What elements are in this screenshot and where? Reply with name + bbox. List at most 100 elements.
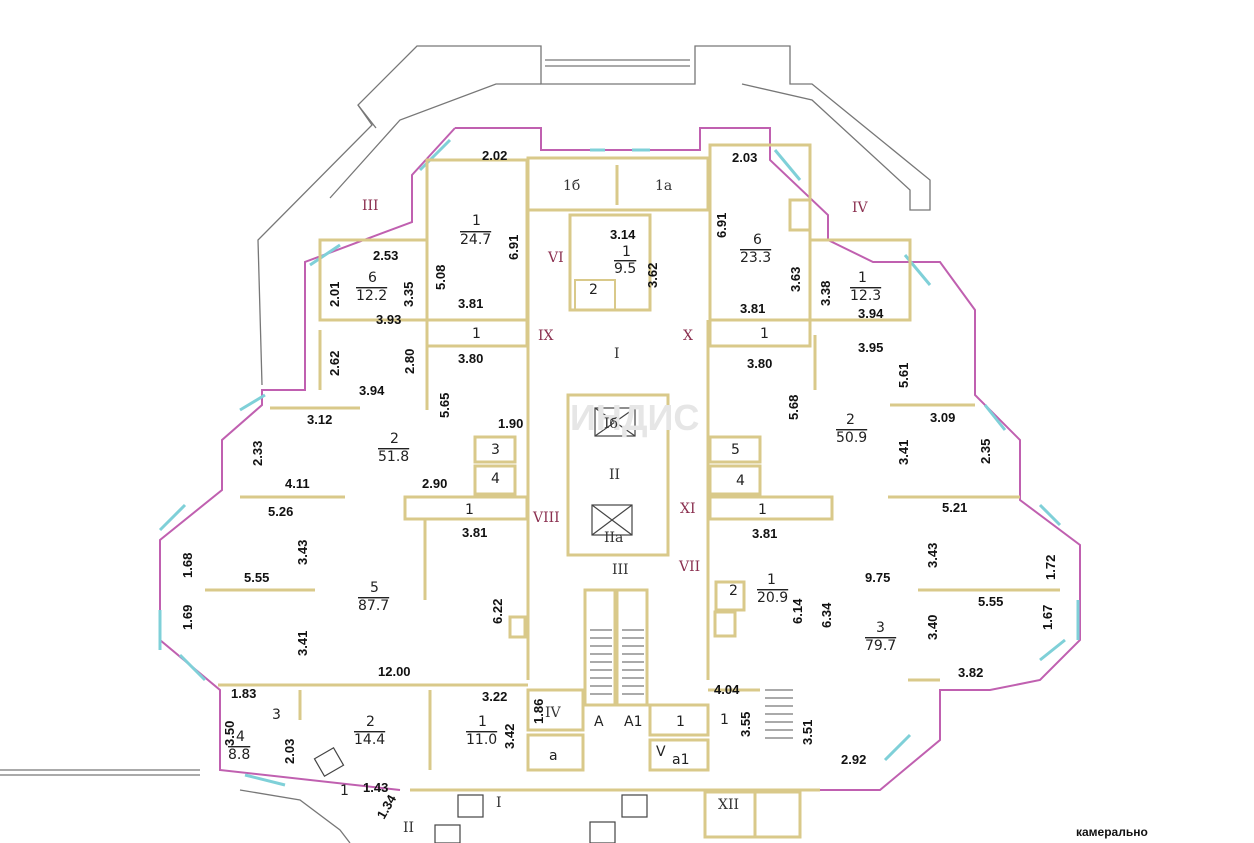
dimension: 3.93 <box>376 312 401 327</box>
dimension: 3.40 <box>925 615 940 640</box>
room-label: 4 <box>736 473 745 489</box>
room-label: A <box>594 714 604 730</box>
room-label: II <box>609 467 620 483</box>
dimension: 9.75 <box>865 570 890 585</box>
room-area: 12.2 <box>356 288 387 304</box>
dimension: 1.90 <box>498 416 523 431</box>
interior-walls <box>205 143 1060 839</box>
dimension: 3.42 <box>502 724 517 749</box>
dimension: 6.34 <box>819 602 834 628</box>
dimension: 3.63 <box>788 267 803 292</box>
room-label: 1а <box>655 178 672 194</box>
dimension: 4.11 <box>285 476 310 491</box>
dimension: 2.03 <box>282 739 297 764</box>
dimension: 1.69 <box>180 605 195 630</box>
dimension: 3.81 <box>462 525 487 540</box>
section-label: VIII <box>532 510 560 526</box>
dimension: 3.38 <box>818 281 833 306</box>
room-label: 4 <box>491 471 500 487</box>
dimension: 3.43 <box>295 540 310 565</box>
dimension: 2.53 <box>373 248 398 263</box>
dimension: 6.91 <box>506 235 521 260</box>
room-number: 6 <box>368 270 377 286</box>
dimension: 2.02 <box>482 148 507 163</box>
dimension: 2.33 <box>250 441 265 466</box>
dimension: 5.68 <box>786 395 801 420</box>
section-label: I <box>614 346 620 362</box>
room-label: 5 <box>731 442 740 458</box>
dimension: 3.82 <box>958 665 983 680</box>
room-label: Iб <box>604 416 618 432</box>
dimension: 5.55 <box>978 594 1003 609</box>
dimension: 1.67 <box>1040 605 1055 630</box>
dimension: 3.12 <box>307 412 332 427</box>
section-label: XII <box>718 797 739 813</box>
room-number: 1 <box>767 572 776 588</box>
dimension: 3.55 <box>738 712 753 737</box>
dimension: 2.92 <box>841 752 866 767</box>
dimension: 2.01 <box>327 282 342 307</box>
terrace-outline <box>0 45 931 843</box>
section-label: III <box>362 198 379 214</box>
room-number: 1 <box>622 244 631 260</box>
section-numerals: III IV VI IX X I VIII XI III VII IV I II… <box>362 198 869 836</box>
section-label: IV <box>852 200 869 216</box>
section-label: IX <box>538 328 554 344</box>
room-number: 2 <box>846 412 855 428</box>
dimension: 3.14 <box>610 227 636 242</box>
room-label: a1 <box>672 752 690 768</box>
dimension: 3.09 <box>930 410 955 425</box>
section-label: I <box>496 795 502 811</box>
dimension: 3.80 <box>747 356 772 371</box>
room-area: 11.0 <box>466 732 497 748</box>
dimension: 6.22 <box>490 599 505 624</box>
dimension: 4.04 <box>714 682 740 697</box>
dimension: 3.51 <box>800 720 815 745</box>
room-number: 1 <box>478 714 487 730</box>
room-number: 3 <box>876 620 885 636</box>
windows <box>158 138 1080 787</box>
dimension: 3.35 <box>401 282 416 307</box>
room-label: a <box>549 748 558 764</box>
room-label: 1б <box>563 178 580 194</box>
room-area: 14.4 <box>354 732 385 748</box>
room-area: 9.5 <box>614 261 636 277</box>
dimension: 5.61 <box>896 363 911 388</box>
section-label: VII <box>678 559 700 575</box>
room-number: 1 <box>472 213 481 229</box>
room-number: 2 <box>390 431 399 447</box>
room-label: A1 <box>624 714 642 730</box>
dimension: 1.86 <box>531 699 546 724</box>
dimension: 3.81 <box>752 526 777 541</box>
room-number: 4 <box>236 729 245 745</box>
dimension: 3.81 <box>740 301 765 316</box>
dimension: 5.65 <box>437 393 452 418</box>
section-label: VI <box>547 250 564 266</box>
dimension: 3.50 <box>222 721 237 746</box>
room-label: IIа <box>604 530 623 546</box>
dimension: 6.14 <box>790 598 805 624</box>
section-label: XI <box>680 501 696 517</box>
dimension: 2.90 <box>422 476 447 491</box>
section-label: IV <box>545 705 562 721</box>
dimension: 5.26 <box>268 504 293 519</box>
room-area: 87.7 <box>358 598 389 614</box>
room-label: 1 <box>760 326 769 342</box>
corner-note: камерально <box>1076 825 1148 839</box>
room-labels: 1 24.7 6 12.2 1 9.5 6 23.3 1 12.3 2 51.8… <box>228 213 896 763</box>
watermark: ИНДИС <box>570 397 699 438</box>
dimension-labels: 2.02 2.03 3.14 6.91 6.91 2.53 5.08 3.62 … <box>180 148 1058 822</box>
room-number: 5 <box>370 580 379 596</box>
dimension: 5.55 <box>244 570 269 585</box>
dimension: 3.41 <box>295 631 310 656</box>
dimension: 3.80 <box>458 351 483 366</box>
dimension: 2.80 <box>402 349 417 374</box>
room-area: 12.3 <box>850 288 881 304</box>
room-number: 2 <box>366 714 375 730</box>
section-label: III <box>612 562 629 578</box>
dimension: 3.95 <box>858 340 883 355</box>
room-label: 1 <box>340 783 349 799</box>
room-label: 2 <box>589 282 598 298</box>
dimension: 3.43 <box>925 543 940 568</box>
room-label: 3 <box>272 707 281 723</box>
